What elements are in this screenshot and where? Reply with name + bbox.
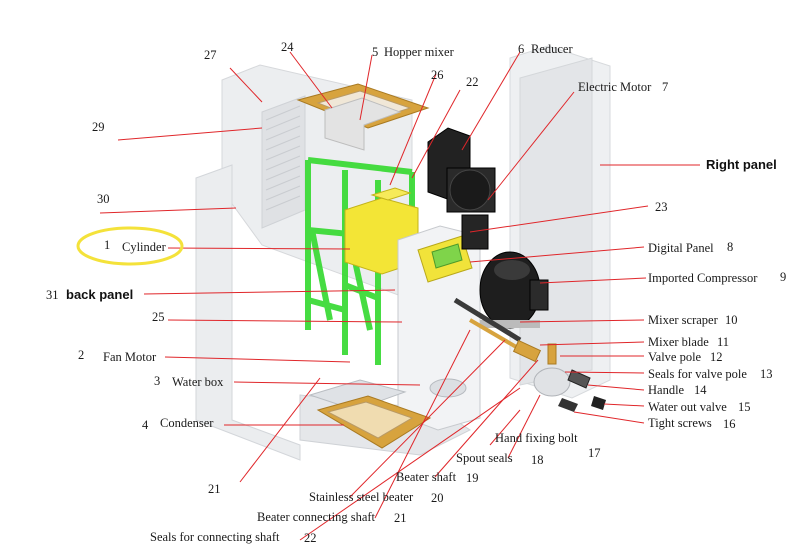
callout-13-label: Seals for valve pole: [648, 367, 747, 381]
callout-31-number: 29: [92, 120, 105, 134]
callout-10-label: Mixer scraper: [648, 313, 718, 327]
callout-34-label: back panel: [66, 287, 134, 302]
callout-23-number: 21: [208, 482, 221, 496]
callout-27-number: 25: [152, 310, 165, 324]
callout-22-number: 22: [304, 531, 317, 545]
callout-7-number: 7: [662, 80, 669, 94]
callout-2-label: Fan Motor: [103, 350, 157, 364]
callout-30-number: 27: [204, 48, 217, 62]
callout-20-label: Stainless steel beater: [309, 490, 414, 504]
callout-21-number: 21: [394, 511, 407, 525]
callout-18-number: 18: [531, 453, 544, 467]
callout-19-number: 19: [466, 471, 479, 485]
cylinder-highlight-ring: [76, 226, 184, 266]
callout-8-number: 8: [727, 240, 734, 254]
callout-29-number: 26: [431, 68, 444, 82]
callout-3-number: 3: [154, 374, 161, 388]
callout-12-number: 12: [710, 350, 723, 364]
callout-12-label: Valve pole: [648, 350, 702, 364]
left-panel-shape: [195, 164, 301, 461]
valve-parts-shape: [453, 297, 606, 412]
callout-17-label: Hand fixing bolt: [495, 431, 578, 445]
callout-19-label: Beater shaft: [396, 470, 457, 484]
callout-6-number: 6: [518, 42, 525, 56]
right-panel-label: Right panel: [706, 157, 777, 172]
callout-11-label: Mixer blade: [648, 335, 709, 349]
drip-tray-shape: [308, 379, 432, 449]
callout-4-label: Condenser: [160, 416, 214, 430]
callout-10-number: 10: [725, 313, 738, 327]
callout-9-number: 9: [780, 270, 787, 284]
callout-16-label: Tight screws: [648, 416, 712, 430]
reducer-motor-shape: [427, 127, 496, 250]
callout-26-number: 22: [466, 75, 479, 89]
callout-6-label: Reducer: [531, 42, 573, 56]
callout-21-label: Beater connecting shaft: [257, 510, 376, 524]
callout-5-label: Hopper mixer: [384, 45, 454, 59]
callout-9-label: Imported Compressor: [648, 271, 758, 285]
callout-15-number: 15: [738, 400, 751, 414]
callout-22-label: Seals for connecting shaft: [150, 530, 280, 544]
front-body-shape: [397, 225, 481, 431]
callout-7-label: Electric Motor: [578, 80, 652, 94]
callout-34-number: 31: [46, 288, 59, 302]
callout-1-number: 1: [104, 238, 111, 252]
callout-32-number: 30: [97, 192, 110, 206]
leader-lines: [99, 51, 700, 541]
callout-25-number: 23: [655, 200, 668, 214]
callout-15-label: Water out valve: [648, 400, 727, 414]
callout-14-label: Handle: [648, 383, 685, 397]
callout-5-number: 5: [372, 45, 379, 59]
callout-17-number: 17: [588, 446, 601, 460]
callout-2-number: 2: [78, 348, 85, 362]
callout-13-number: 13: [760, 367, 773, 381]
callout-24-number: 24: [281, 40, 294, 54]
callout-11-number: 11: [717, 335, 730, 349]
callout-8-label: Digital Panel: [648, 241, 714, 255]
hopper-shape: [296, 83, 430, 151]
compressor-shape: [479, 251, 549, 329]
back-panel-vents: [265, 105, 301, 211]
callout-16-number: 16: [723, 417, 736, 431]
callout-1-label: Cylinder: [122, 240, 166, 254]
callout-3-label: Water box: [172, 375, 224, 389]
callout-4-number: 4: [142, 418, 149, 432]
callout-20-number: 20: [431, 491, 444, 505]
callout-18-label: Spout seals: [456, 451, 513, 465]
callout-14-number: 14: [694, 383, 707, 397]
